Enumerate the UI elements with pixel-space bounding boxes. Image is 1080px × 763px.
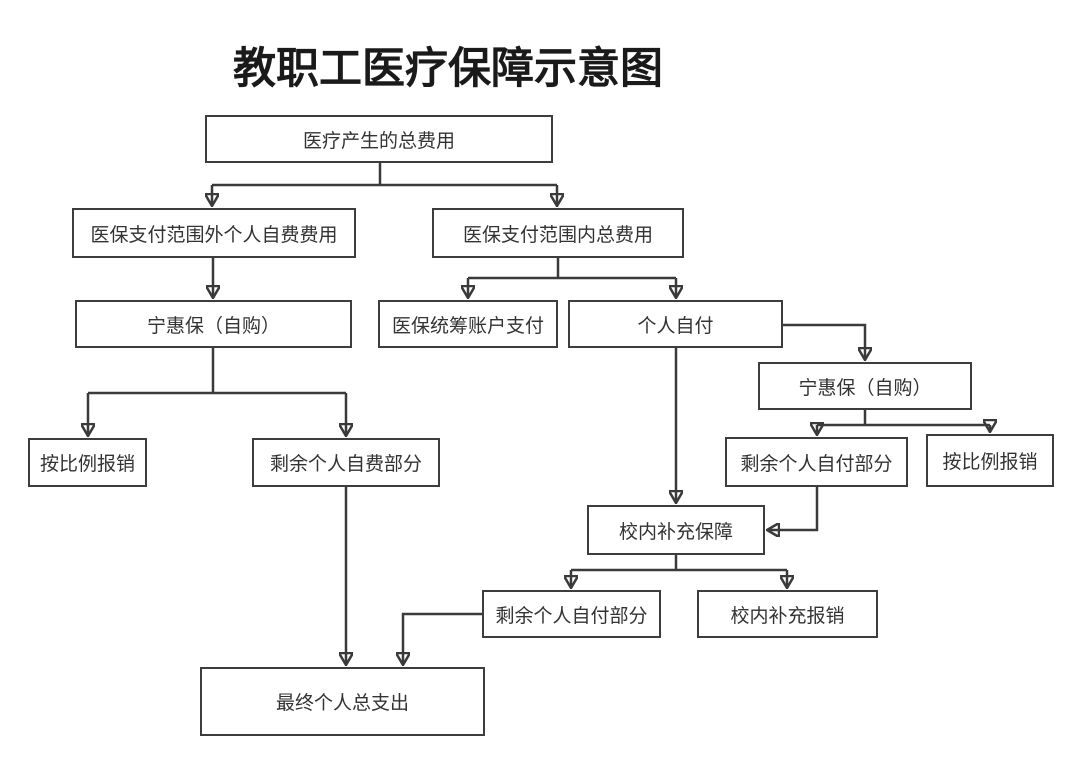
node-remaining-self-funded-portion: 剩余个人自费部分 bbox=[252, 438, 440, 487]
node-campus-supplementary-reimbursement: 校内补充报销 bbox=[697, 590, 878, 638]
node-personal-self-pay: 个人自付 bbox=[568, 300, 783, 348]
connector-remainpay-bottom-to-final bbox=[403, 612, 482, 664]
node-ninghuibao-self-purchased-left: 宁惠保（自购） bbox=[75, 300, 352, 348]
node-label: 剩余个人自付部分 bbox=[495, 605, 648, 627]
node-proportional-reimbursement-left: 按比例报销 bbox=[28, 438, 147, 487]
node-label: 医疗产生的总费用 bbox=[302, 130, 455, 152]
node-ninghuibao-self-purchased-right: 宁惠保（自购） bbox=[758, 362, 972, 410]
node-label: 按比例报销 bbox=[942, 452, 1038, 473]
connector-remainpay-to-campus bbox=[768, 487, 819, 530]
node-label: 剩余个人自费部分 bbox=[269, 454, 422, 475]
node-proportional-reimbursement-right: 按比例报销 bbox=[926, 434, 1054, 487]
node-remaining-self-paid-portion-bottom: 剩余个人自付部分 bbox=[482, 590, 661, 638]
node-label: 医保支付范围内总费用 bbox=[462, 224, 653, 246]
node-label: 按比例报销 bbox=[39, 454, 135, 475]
node-in-scope-total-cost: 医保支付范围内总费用 bbox=[432, 208, 684, 258]
node-label: 个人自付 bbox=[637, 315, 714, 337]
node-remaining-self-paid-portion-right: 剩余个人自付部分 bbox=[725, 437, 908, 487]
node-label: 医保统筹账户支付 bbox=[391, 315, 544, 337]
node-total-medical-cost: 医疗产生的总费用 bbox=[205, 115, 553, 163]
node-label: 校内补充保障 bbox=[618, 521, 733, 543]
node-label: 医保支付范围外个人自费费用 bbox=[90, 224, 338, 246]
node-out-of-scope-self-paid-cost: 医保支付范围外个人自费费用 bbox=[72, 208, 356, 258]
node-pooled-account-payment: 医保统筹账户支付 bbox=[378, 300, 558, 348]
node-label: 最终个人总支出 bbox=[275, 693, 409, 714]
node-label: 宁惠保（自购） bbox=[798, 377, 932, 399]
node-label: 宁惠保（自购） bbox=[146, 315, 280, 337]
node-final-personal-total-expense: 最终个人总支出 bbox=[200, 667, 485, 736]
page-title: 教职工医疗保障示意图 bbox=[233, 45, 663, 93]
node-campus-supplementary-coverage: 校内补充保障 bbox=[587, 505, 765, 555]
connector-selfpay-to-nhb-right bbox=[783, 323, 865, 359]
node-label: 剩余个人自付部分 bbox=[740, 453, 893, 475]
node-label: 校内补充报销 bbox=[730, 605, 845, 627]
